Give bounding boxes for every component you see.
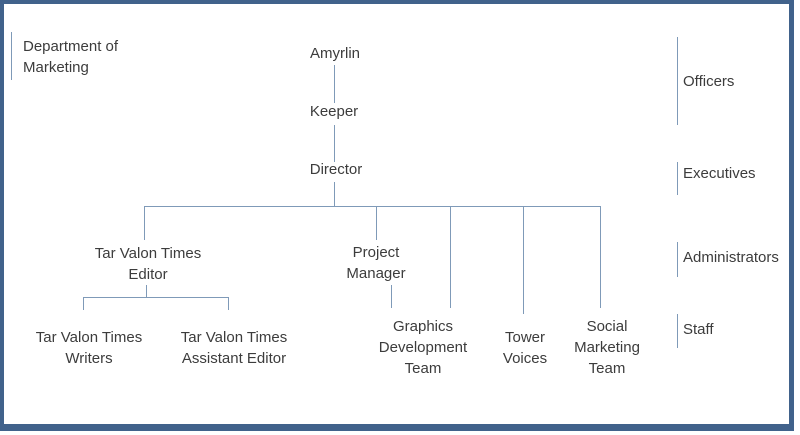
administrators-tier-line	[677, 242, 678, 277]
officers-tier-line	[677, 37, 678, 125]
connector-pm-child	[391, 285, 392, 308]
node-graphics-team: Graphics Development Team	[378, 318, 468, 377]
node-social-marketing-team: Social Marketing Team	[574, 318, 640, 377]
node-tower-voices: Tower Voices	[502, 329, 548, 367]
connector-editor-down	[146, 285, 147, 297]
tier-label-executives: Executives	[683, 165, 756, 182]
node-tvt-assistant-editor: Tar Valon Times Assistant Editor	[180, 329, 288, 367]
connector-drop-project-manager	[376, 206, 377, 240]
connector-drop-tower-voices	[523, 206, 524, 314]
node-tvt-editor: Tar Valon Times Editor	[94, 245, 202, 283]
connector-drop-assistant-editor	[228, 297, 229, 310]
connector-drop-graphics-team	[450, 206, 451, 308]
department-tier-line	[11, 32, 12, 80]
tier-label-staff: Staff	[683, 321, 714, 338]
staff-tier-line	[677, 314, 678, 348]
executives-tier-line	[677, 162, 678, 195]
connector-drop-writers	[83, 297, 84, 310]
connector-main-rail	[144, 206, 601, 207]
node-project-manager: Project Manager	[346, 244, 406, 282]
department-label: Department of Marketing	[23, 38, 119, 76]
connector-drop-editor	[144, 206, 145, 240]
connector-keeper-director	[334, 125, 335, 162]
connector-amyrlin-keeper	[334, 65, 335, 103]
node-tvt-writers: Tar Valon Times Writers	[35, 329, 143, 367]
connector-director-branch	[334, 182, 335, 207]
connector-drop-social-marketing	[600, 206, 601, 308]
node-keeper: Keeper	[309, 103, 359, 120]
node-director: Director	[309, 161, 363, 178]
connector-editor-rail	[83, 297, 228, 298]
tier-label-officers: Officers	[683, 73, 735, 90]
node-amyrlin: Amyrlin	[309, 45, 361, 62]
tier-label-administrators: Administrators	[683, 249, 779, 266]
